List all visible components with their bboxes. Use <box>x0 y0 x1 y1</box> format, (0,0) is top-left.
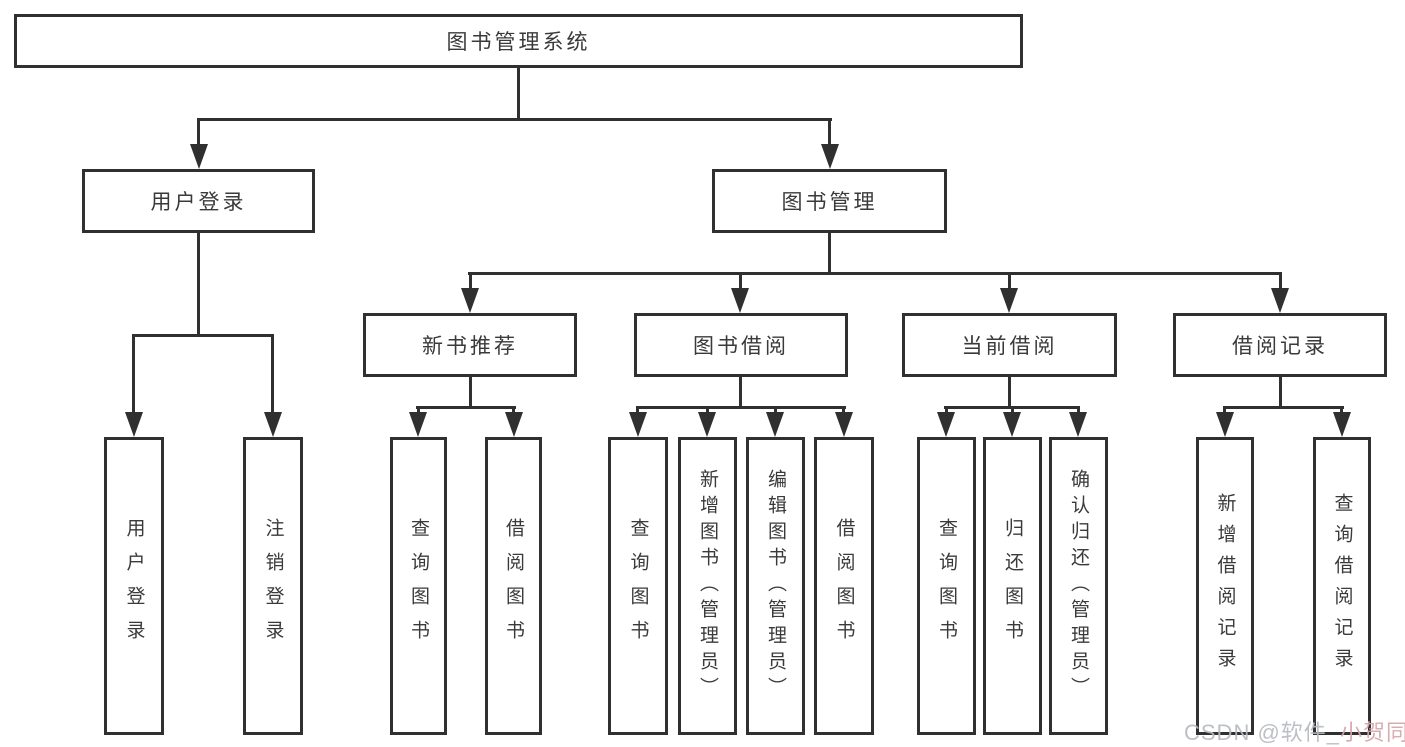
leaf-return-books: 归还图书 <box>983 437 1042 735</box>
arrow-down <box>766 412 784 437</box>
node-book-borrow-label: 图书借阅 <box>693 335 789 358</box>
leaf-add-books-admin-label: 新增图书（管理员） <box>697 469 718 703</box>
connector-line <box>469 377 472 408</box>
leaf-query-books-1-label: 查询图书 <box>408 518 429 654</box>
arrow-down <box>1069 412 1087 437</box>
connector-line <box>1340 408 1343 414</box>
arrow-down <box>190 144 208 169</box>
leaf-confirm-return-admin: 确认归还（管理员） <box>1049 437 1108 735</box>
connector-line <box>945 408 948 414</box>
arrow-down <box>505 412 523 437</box>
arrow-down <box>835 412 853 437</box>
leaf-query-books-3: 查询图书 <box>917 437 976 735</box>
arrow-down <box>1216 412 1234 437</box>
connector-line <box>1279 377 1282 408</box>
leaf-user-login: 用户登录 <box>104 437 164 735</box>
connector-line <box>636 408 639 414</box>
connector-line <box>1011 408 1014 414</box>
node-book-management-label: 图书管理 <box>781 191 878 214</box>
leaf-add-borrow-record: 新增借阅记录 <box>1196 437 1254 735</box>
connector-line <box>417 408 420 414</box>
leaf-borrow-books-2: 借阅图书 <box>814 437 874 735</box>
leaf-query-books-1: 查询图书 <box>390 437 447 735</box>
leaf-query-borrow-record: 查询借阅记录 <box>1313 437 1371 735</box>
arrow-down <box>1271 288 1289 313</box>
leaf-query-borrow-record-label: 查询借阅记录 <box>1331 493 1353 679</box>
node-book-borrow: 图书借阅 <box>634 313 848 377</box>
leaf-edit-books-admin: 编辑图书（管理员） <box>746 437 805 735</box>
arrow-down <box>264 412 282 437</box>
arrow-down <box>461 288 479 313</box>
connector-line <box>197 118 832 121</box>
arrow-down <box>698 412 716 437</box>
node-user-login: 用户登录 <box>82 169 315 233</box>
arrow-down <box>1000 288 1018 313</box>
node-root-label: 图书管理系统 <box>446 31 591 54</box>
leaf-logout: 注销登录 <box>243 437 303 735</box>
node-root: 图书管理系统 <box>14 14 1023 68</box>
connector-line <box>1279 274 1282 289</box>
csdn-watermark-pink: 小贺同学 <box>1340 720 1405 745</box>
leaf-edit-books-admin-label: 编辑图书（管理员） <box>765 469 786 703</box>
connector-line <box>132 334 274 337</box>
connector-line <box>197 120 200 144</box>
connector-line <box>828 120 831 144</box>
arrow-down <box>409 412 427 437</box>
node-user-login-label: 用户登录 <box>150 191 247 214</box>
node-new-book-recommend-label: 新书推荐 <box>422 335 518 358</box>
arrow-down <box>629 412 647 437</box>
connector-line <box>416 406 516 409</box>
csdn-watermark-gray: CSDN @软件_ <box>1184 720 1341 745</box>
arrow-down <box>125 412 143 437</box>
leaf-return-books-label: 归还图书 <box>1002 518 1023 654</box>
node-current-borrow: 当前借阅 <box>902 313 1117 377</box>
connector-line <box>1077 408 1080 414</box>
connector-line <box>1008 274 1011 289</box>
arrow-down <box>1003 412 1021 437</box>
connector-line <box>636 406 846 409</box>
node-new-book-recommend: 新书推荐 <box>363 313 577 377</box>
node-current-borrow-label: 当前借阅 <box>961 335 1058 358</box>
connector-line <box>512 408 515 414</box>
connector-line <box>517 68 520 120</box>
leaf-logout-label: 注销登录 <box>262 518 284 654</box>
connector-line <box>132 336 135 412</box>
node-borrow-records-label: 借阅记录 <box>1232 335 1328 358</box>
leaf-confirm-return-admin-label: 确认归还（管理员） <box>1068 469 1089 703</box>
node-borrow-records: 借阅记录 <box>1173 313 1387 377</box>
arrow-down <box>821 144 839 169</box>
leaf-query-books-3-label: 查询图书 <box>936 518 957 654</box>
connector-line <box>739 377 742 408</box>
leaf-borrow-books-1-label: 借阅图书 <box>503 518 524 654</box>
leaf-borrow-books-2-label: 借阅图书 <box>833 518 855 654</box>
leaf-add-books-admin: 新增图书（管理员） <box>678 437 737 735</box>
leaf-query-books-2: 查询图书 <box>608 437 668 735</box>
arrow-down <box>1333 412 1351 437</box>
connector-line <box>944 406 1080 409</box>
connector-line <box>1008 377 1011 408</box>
connector-line <box>468 272 1282 275</box>
connector-line <box>271 336 274 412</box>
leaf-add-borrow-record-label: 新增借阅记录 <box>1214 493 1236 679</box>
arrow-down <box>937 412 955 437</box>
connector-line <box>739 274 742 289</box>
leaf-query-books-2-label: 查询图书 <box>627 518 649 654</box>
connector-line <box>1223 408 1226 414</box>
connector-line <box>706 408 709 414</box>
connector-line <box>197 233 200 336</box>
connector-line <box>774 408 777 414</box>
csdn-watermark: CSDN @软件_小贺同学 <box>1184 715 1405 747</box>
leaf-user-login-label: 用户登录 <box>123 518 145 654</box>
leaf-borrow-books-1: 借阅图书 <box>485 437 542 735</box>
connector-line <box>469 274 472 289</box>
connector-line <box>1223 406 1344 409</box>
connector-line <box>828 233 831 274</box>
connector-line <box>842 408 845 414</box>
arrow-down <box>731 288 749 313</box>
node-book-management: 图书管理 <box>712 169 947 233</box>
